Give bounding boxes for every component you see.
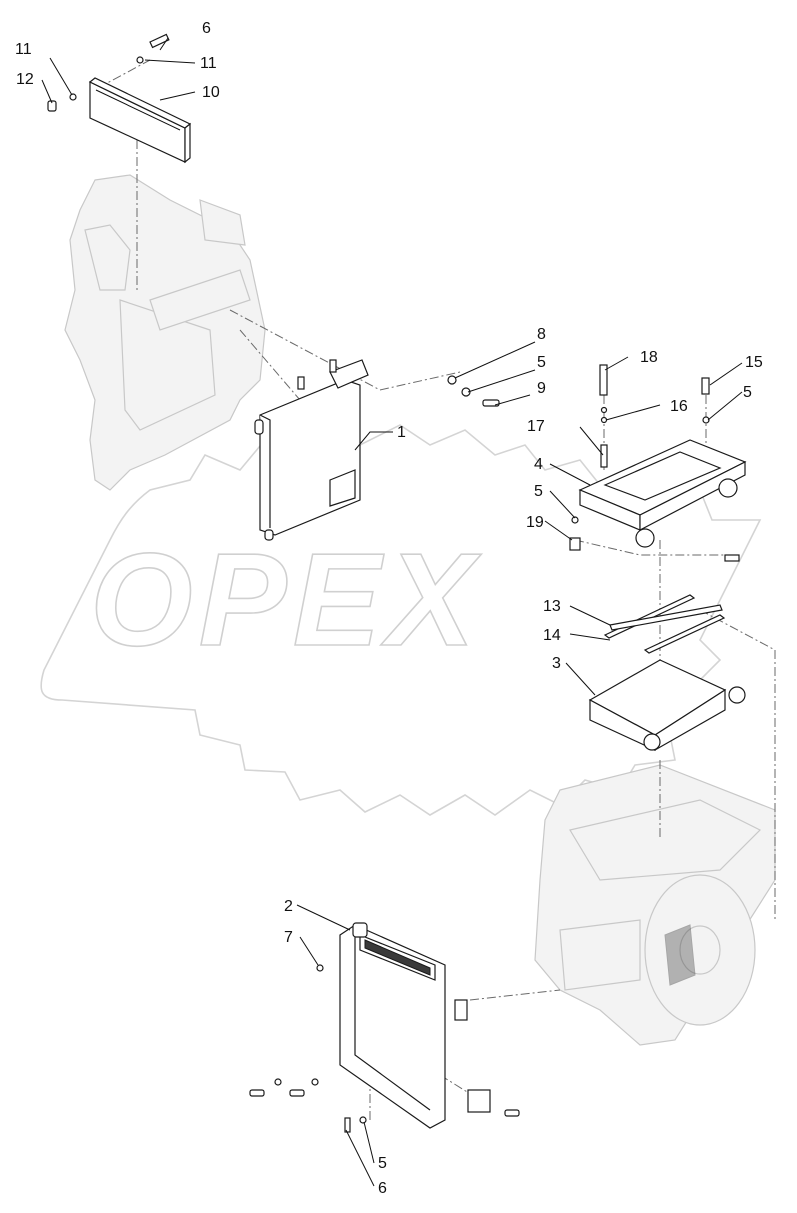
callout-14: 14 bbox=[543, 627, 561, 644]
callout-18: 18 bbox=[640, 349, 658, 366]
callout-labels: 6 11 11 12 10 8 5 9 18 15 5 16 17 1 4 5 … bbox=[15, 20, 763, 1197]
callout-2: 2 bbox=[284, 898, 293, 915]
callout-19: 19 bbox=[526, 514, 544, 531]
callout-16: 16 bbox=[670, 398, 688, 415]
callout-12: 12 bbox=[16, 71, 34, 88]
callout-13: 13 bbox=[543, 598, 561, 615]
callout-8: 8 bbox=[537, 326, 546, 343]
callout-11-right: 11 bbox=[200, 55, 217, 72]
callout-1: 1 bbox=[397, 424, 406, 441]
callout-5-a: 5 bbox=[537, 354, 546, 371]
watermark-text: OPEX bbox=[90, 526, 482, 673]
watermark-gear-outline bbox=[40, 424, 762, 816]
upper-frame-ghost bbox=[64, 174, 266, 491]
parts-13-14-strips bbox=[603, 594, 726, 654]
callout-17: 17 bbox=[527, 418, 545, 435]
callout-15: 15 bbox=[745, 354, 763, 371]
callout-5-c: 5 bbox=[534, 483, 543, 500]
callout-11-left: 11 bbox=[15, 41, 32, 58]
callout-10: 10 bbox=[202, 84, 220, 101]
part-2-radiator bbox=[249, 922, 520, 1133]
callout-7: 7 bbox=[284, 929, 293, 946]
part-1-radiator bbox=[254, 359, 369, 541]
lower-frame-ghost bbox=[534, 764, 776, 1046]
part-10-plate bbox=[88, 77, 192, 164]
callout-4: 4 bbox=[534, 456, 543, 473]
part-3-intercooler bbox=[588, 659, 746, 752]
callout-3: 3 bbox=[552, 655, 561, 672]
opex-watermark: OPEX bbox=[40, 424, 762, 816]
leader-lines bbox=[41, 37, 743, 1187]
callout-5-b: 5 bbox=[743, 384, 752, 401]
fasteners-8-5-9 bbox=[447, 375, 500, 407]
callout-6-top: 6 bbox=[202, 20, 211, 37]
callout-9: 9 bbox=[537, 380, 546, 397]
callout-6-bottom: 6 bbox=[378, 1180, 387, 1197]
part-4-bracket bbox=[569, 364, 747, 562]
callout-5-d: 5 bbox=[378, 1155, 387, 1172]
fasteners-top bbox=[47, 33, 170, 112]
